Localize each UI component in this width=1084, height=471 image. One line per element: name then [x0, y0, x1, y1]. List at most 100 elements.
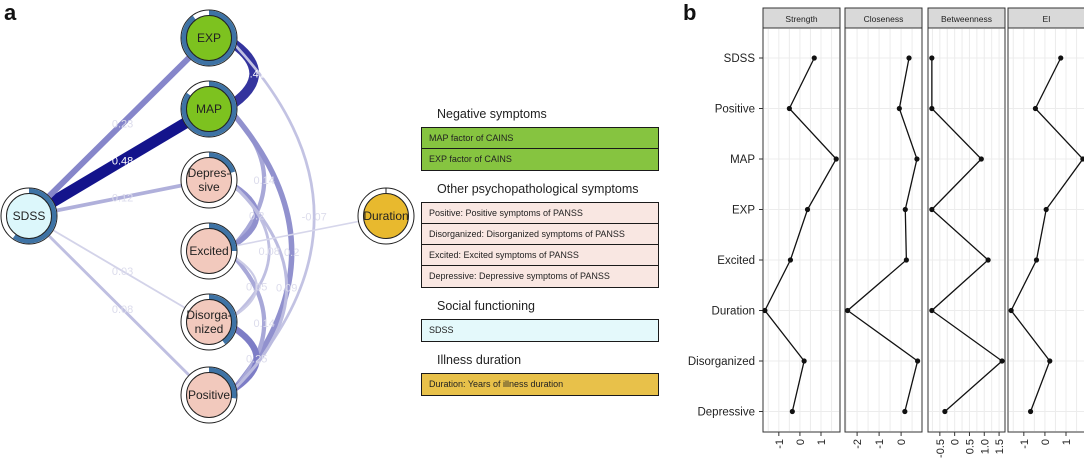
- x-tick-label: 1.5: [994, 439, 1006, 454]
- panel-label-a: a: [4, 0, 17, 25]
- legend-section-title: Illness duration: [437, 353, 522, 367]
- data-point-duration: [929, 307, 935, 314]
- edge-exp-map: [231, 40, 260, 107]
- data-point-duration: [762, 307, 768, 314]
- data-point-disorganized: [1047, 358, 1053, 364]
- data-point-map: [1080, 156, 1084, 162]
- data-point-depressive: [1027, 408, 1034, 415]
- predictability-arc: [208, 367, 237, 399]
- legend-item: Disorganized: Disorganized symptoms of P…: [422, 224, 658, 245]
- x-tick-label: -1: [874, 439, 886, 449]
- node-excited[interactable]: Excited: [180, 222, 238, 280]
- data-point-positive: [786, 105, 792, 112]
- centrality-plot: SDSSPositiveMAPEXPExcitedDurationDisorga…: [688, 7, 1084, 458]
- node-label: Depres-: [188, 166, 231, 180]
- node-fill: [363, 193, 409, 239]
- edges: [26, 35, 387, 397]
- legend-item: MAP factor of CAINS: [422, 128, 658, 149]
- data-point-disorganized: [999, 358, 1005, 364]
- y-tick-label: Disorganized: [688, 356, 755, 368]
- node-label: Duration: [363, 209, 408, 223]
- x-tick-label: -1: [774, 439, 786, 449]
- series-line-strength: [764, 57, 838, 412]
- legend-item: Positive: Positive symptoms of PANSS: [422, 203, 658, 224]
- data-point-excited: [985, 257, 991, 263]
- edge-excited-disorganized: [233, 256, 258, 317]
- x-tick-label: 0: [795, 439, 807, 445]
- node-disorganized[interactable]: Disorga-nized: [180, 293, 238, 351]
- network-graph: 0.410.480.230.120.030.08-0.070.140.20.20…: [0, 9, 415, 424]
- legend-section-title: Social functioning: [437, 299, 535, 313]
- node-fill: [186, 157, 232, 203]
- edge-label: 0.12: [112, 192, 133, 204]
- legend-item: Depressive: Depressive symptoms of PANSS: [429, 271, 610, 281]
- facet-title: EI: [1042, 14, 1050, 24]
- edge-label: 0.05: [246, 282, 267, 294]
- series-line-betweenness: [930, 58, 1004, 412]
- node-label: EXP: [197, 31, 221, 45]
- node-fill: [6, 193, 52, 239]
- data-point-excited: [903, 257, 909, 263]
- facet-panel: [762, 27, 841, 433]
- legend-item: Duration: Years of illness duration: [429, 379, 564, 389]
- node-label: sive: [198, 180, 220, 194]
- data-point-exp: [804, 206, 811, 213]
- node-label: MAP: [196, 102, 222, 116]
- edge-label: 0.2: [249, 211, 264, 223]
- node-exp[interactable]: EXP: [180, 9, 238, 67]
- node-map[interactable]: MAP: [180, 80, 238, 138]
- edge-sdss-disorganized: [28, 215, 210, 323]
- node-fill: [186, 299, 232, 345]
- legend-section-title: Other psychopathological symptoms: [437, 182, 639, 196]
- data-point-sdss: [906, 55, 912, 61]
- edge-sdss-depressive: [28, 178, 210, 218]
- panel-label-b: b: [683, 0, 697, 25]
- node-fill: [186, 372, 232, 418]
- node-duration[interactable]: Duration: [357, 187, 415, 245]
- series-line-closeness: [846, 57, 919, 412]
- node-fill: [186, 228, 232, 274]
- data-point-sdss: [811, 55, 817, 61]
- data-point-positive: [1032, 105, 1039, 112]
- y-tick-label: EXP: [732, 205, 755, 217]
- edge-label: 0.09: [276, 283, 297, 295]
- legend-box: SDSS: [421, 319, 659, 342]
- edge-excited-positive: [232, 255, 267, 391]
- node-positive[interactable]: Positive: [180, 366, 238, 424]
- edge-excited-duration: [208, 215, 387, 252]
- edge-map-positive: [232, 113, 295, 391]
- data-point-sdss: [929, 55, 935, 61]
- data-point-depressive: [942, 408, 948, 415]
- x-tick-label: 0: [950, 439, 962, 445]
- predictability-arc: [208, 223, 237, 252]
- data-point-depressive: [789, 408, 795, 415]
- node-label: Excited: [189, 244, 228, 258]
- facet-panel: [1007, 27, 1084, 433]
- node-depressive[interactable]: Depres-sive: [180, 151, 238, 209]
- x-tick-label: 0: [1040, 439, 1052, 445]
- data-point-positive: [929, 105, 935, 112]
- node-label: nized: [195, 322, 224, 336]
- node-sdss[interactable]: SDSS: [0, 187, 58, 245]
- nodes: EXP MAP Depres-siveExcitedDisorga-nizedPos…: [0, 9, 415, 424]
- legend-box: Duration: Years of illness duration: [421, 373, 659, 396]
- edge-label: 0.25: [246, 354, 267, 366]
- predictability-arc: [181, 81, 237, 137]
- y-tick-label: Positive: [715, 104, 755, 116]
- series-line-ei: [1010, 57, 1084, 412]
- y-tick-label: SDSS: [724, 53, 756, 65]
- edge-label: 0.03: [112, 266, 133, 278]
- data-point-duration: [845, 307, 851, 314]
- facet-title: Closeness: [864, 14, 904, 24]
- edge-sdss-exp: [26, 35, 212, 219]
- edge-label: 0.48: [112, 155, 133, 167]
- data-point-exp: [1043, 206, 1049, 213]
- legend-item: SDSS: [429, 325, 454, 335]
